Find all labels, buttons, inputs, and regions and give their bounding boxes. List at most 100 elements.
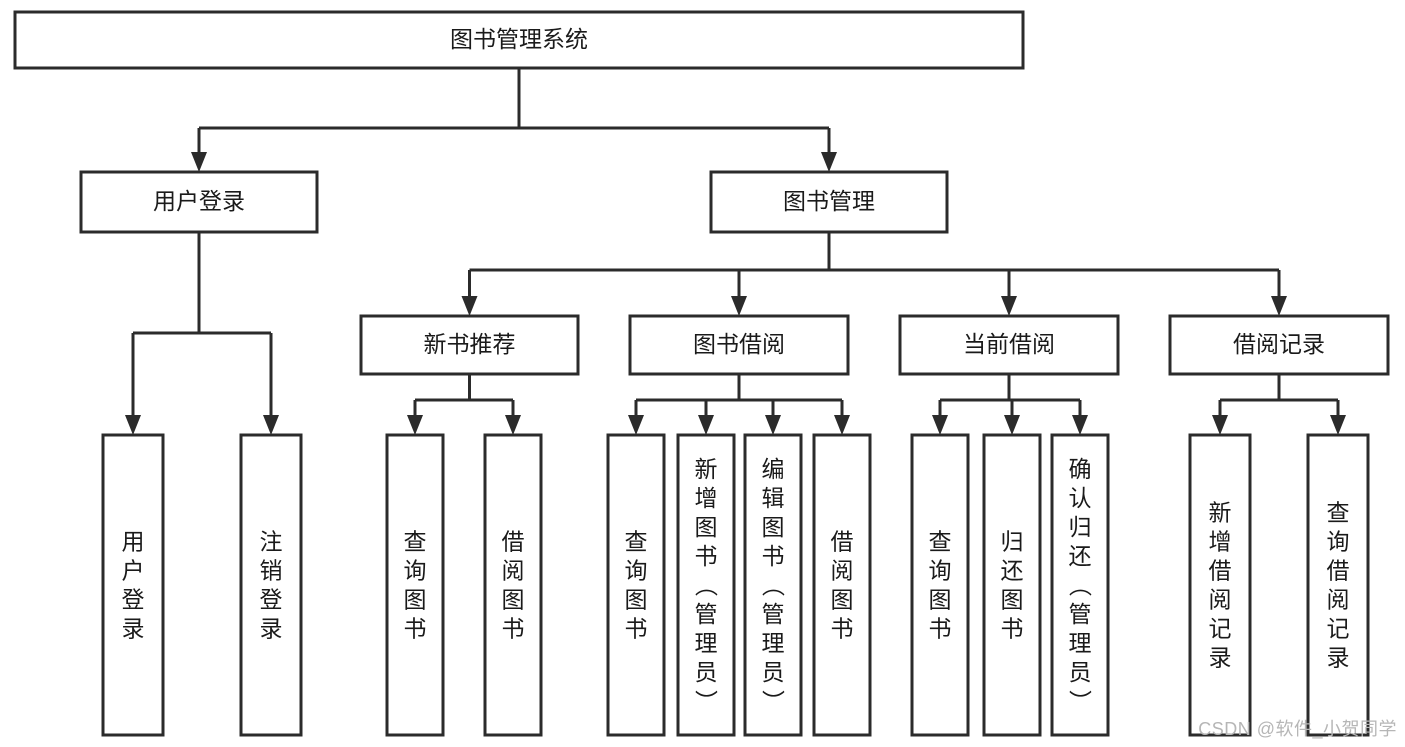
- node-label-char: 确: [1069, 456, 1092, 482]
- node-box[interactable]: [982, 433, 1042, 737]
- node-box[interactable]: [1050, 433, 1110, 737]
- node-new-book-recommend[interactable]: 新书推荐: [359, 314, 580, 376]
- node-label-char: 图: [762, 514, 785, 540]
- node-label-char: 图: [695, 514, 718, 540]
- node-label-char: 员: [762, 659, 785, 685]
- node-label-char: 书: [831, 616, 854, 642]
- node-label-char: 增: [695, 485, 718, 511]
- node-label-char: 管: [695, 601, 718, 627]
- node-label-char: ）: [693, 690, 719, 713]
- node-borrow-record[interactable]: 借阅记录: [1168, 314, 1390, 376]
- node-box[interactable]: [606, 433, 666, 737]
- node-label-char: 录: [122, 616, 145, 642]
- node-label-char: 录: [260, 616, 283, 642]
- node-box[interactable]: [385, 433, 445, 737]
- node-label-char: 注: [260, 529, 283, 555]
- node-label-char: 理: [695, 630, 718, 656]
- node-box[interactable]: [898, 314, 1120, 376]
- node-label-char: 编: [762, 456, 785, 482]
- node-label-char: 书: [929, 616, 952, 642]
- node-label-char: 新: [1209, 500, 1232, 526]
- node-label-char: 图: [1001, 587, 1024, 613]
- node-label-char: 询: [404, 558, 427, 584]
- nodes-layer: 图书管理系统用户登录图书管理新书推荐图书借阅当前借阅借阅记录用户登录注销登录查询…: [13, 10, 1390, 737]
- node-box[interactable]: [812, 433, 872, 737]
- node-label-char: 录: [1327, 645, 1350, 671]
- node-label-char: 增: [1209, 529, 1232, 555]
- node-label-char: （: [760, 574, 786, 597]
- node-label-char: 借: [831, 529, 854, 555]
- node-label-char: 图: [502, 587, 525, 613]
- node-box[interactable]: [79, 170, 319, 234]
- node-box[interactable]: [628, 314, 850, 376]
- connectors-layer: [125, 68, 1346, 435]
- node-label-char: 登: [122, 587, 145, 613]
- node-box[interactable]: [359, 314, 580, 376]
- node-box[interactable]: [743, 433, 803, 737]
- node-label-char: 认: [1069, 485, 1092, 511]
- node-label-char: 借: [502, 529, 525, 555]
- node-box[interactable]: [1306, 433, 1370, 737]
- node-label-char: 阅: [1209, 587, 1232, 613]
- node-box[interactable]: [910, 433, 970, 737]
- node-label: 图书借阅: [693, 331, 785, 357]
- node-box[interactable]: [483, 433, 543, 737]
- node-label-char: 图: [929, 587, 952, 613]
- node-label-char: ）: [760, 690, 786, 713]
- node-label-char: 辑: [762, 485, 785, 511]
- node-label-char: 记: [1327, 616, 1350, 642]
- node-label-char: 询: [625, 558, 648, 584]
- node-label: 用户登录: [153, 188, 245, 214]
- node-current-borrow[interactable]: 当前借阅: [898, 314, 1120, 376]
- node-label-char: （: [1067, 574, 1093, 597]
- node-root[interactable]: 图书管理系统: [13, 10, 1025, 70]
- node-label-char: 书: [695, 543, 718, 569]
- node-label-char: 理: [762, 630, 785, 656]
- node-label-char: 图: [404, 587, 427, 613]
- node-box[interactable]: [239, 433, 303, 737]
- node-label-char: 员: [1069, 659, 1092, 685]
- node-book-manage[interactable]: 图书管理: [709, 170, 949, 234]
- node-label: 图书管理: [783, 188, 875, 214]
- node-label-char: 管: [762, 601, 785, 627]
- node-label-char: 理: [1069, 630, 1092, 656]
- node-box[interactable]: [709, 170, 949, 234]
- node-label-char: 借: [1327, 558, 1350, 584]
- node-label-char: 归: [1069, 514, 1092, 540]
- node-user-login[interactable]: 用户登录: [79, 170, 319, 234]
- node-box[interactable]: [101, 433, 165, 737]
- node-box[interactable]: [676, 433, 736, 737]
- node-box[interactable]: [1168, 314, 1390, 376]
- node-box[interactable]: [13, 10, 1025, 70]
- node-label-char: 书: [1001, 616, 1024, 642]
- node-label-char: 查: [404, 529, 427, 555]
- node-book-borrow[interactable]: 图书借阅: [628, 314, 850, 376]
- node-leaf-user-login[interactable]: 用户登录: [101, 433, 165, 737]
- node-label-char: 图: [831, 587, 854, 613]
- node-box[interactable]: [1188, 433, 1252, 737]
- node-label: 新书推荐: [424, 331, 516, 357]
- node-label-char: 书: [404, 616, 427, 642]
- node-label: 用户登录: [122, 529, 145, 642]
- node-label-char: ）: [1067, 690, 1093, 713]
- node-label: 借阅记录: [1233, 331, 1325, 357]
